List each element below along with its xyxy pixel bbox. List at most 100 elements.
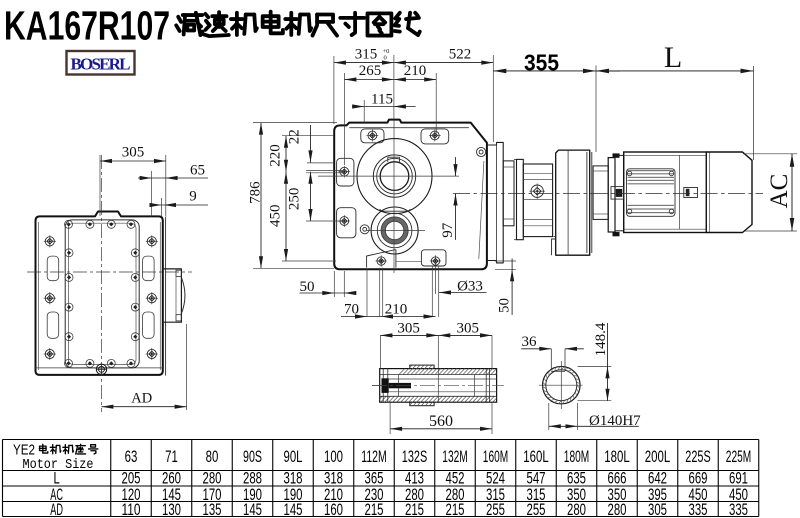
svg-text:AC: AC	[50, 486, 63, 504]
svg-text:90L: 90L	[284, 448, 303, 466]
svg-text:669: 669	[689, 470, 708, 488]
svg-text:9: 9	[189, 189, 197, 205]
svg-text:210: 210	[324, 486, 343, 504]
svg-text:210: 210	[404, 63, 427, 79]
svg-text:50: 50	[300, 279, 315, 295]
svg-text:355: 355	[524, 50, 559, 76]
svg-text:305: 305	[456, 321, 479, 337]
svg-text:190: 190	[243, 486, 262, 504]
svg-text:450: 450	[689, 486, 708, 504]
svg-text:280: 280	[567, 501, 586, 518]
svg-text:148.4: 148.4	[593, 322, 609, 356]
svg-text:80: 80	[206, 448, 219, 466]
svg-text:335: 335	[729, 501, 748, 518]
svg-text:786: 786	[248, 181, 264, 204]
svg-text:130: 130	[162, 501, 181, 518]
svg-text:215: 215	[446, 501, 465, 518]
svg-text:135: 135	[203, 501, 222, 518]
svg-text:L: L	[53, 470, 59, 488]
svg-text:250: 250	[287, 188, 303, 211]
svg-text:524: 524	[486, 470, 505, 488]
svg-text:413: 413	[405, 470, 424, 488]
svg-text:BOSERL: BOSERL	[71, 55, 131, 74]
svg-text:255: 255	[486, 501, 505, 518]
svg-text:642: 642	[648, 470, 667, 488]
svg-text:+0: +0	[383, 48, 390, 55]
svg-text:210: 210	[385, 302, 408, 318]
svg-text:145: 145	[284, 501, 303, 518]
svg-text:AD: AD	[131, 391, 152, 407]
svg-text:115: 115	[371, 92, 393, 108]
svg-text:225S: 225S	[685, 448, 710, 466]
svg-text:36: 36	[522, 334, 538, 350]
svg-text:280: 280	[405, 486, 424, 504]
svg-text:260: 260	[162, 470, 181, 488]
svg-text:65: 65	[190, 163, 205, 179]
svg-text:288: 288	[243, 470, 262, 488]
svg-text:63: 63	[125, 448, 138, 466]
svg-text:395: 395	[648, 486, 667, 504]
svg-text:90S: 90S	[243, 448, 262, 466]
svg-text:190: 190	[284, 486, 303, 504]
svg-text:160M: 160M	[483, 448, 508, 466]
svg-text:230: 230	[365, 486, 384, 504]
svg-text:132S: 132S	[402, 448, 427, 466]
svg-text:452: 452	[446, 470, 465, 488]
svg-text:Motor Size: Motor Size	[23, 458, 94, 473]
svg-text:365: 365	[365, 470, 384, 488]
svg-text:280: 280	[608, 501, 627, 518]
svg-text:160: 160	[324, 501, 343, 518]
svg-text:Ø140H7: Ø140H7	[589, 413, 641, 429]
svg-text:97: 97	[440, 222, 456, 238]
svg-text:666: 666	[608, 470, 627, 488]
svg-text:350: 350	[608, 486, 627, 504]
svg-text:450: 450	[268, 205, 284, 228]
svg-text:318: 318	[284, 470, 303, 488]
svg-text:22: 22	[287, 129, 303, 144]
svg-text:180L: 180L	[604, 448, 629, 466]
svg-text:315: 315	[527, 486, 546, 504]
svg-text:AC: AC	[766, 174, 793, 209]
svg-text:318: 318	[324, 470, 343, 488]
svg-text:120: 120	[122, 486, 141, 504]
svg-text:560: 560	[429, 413, 453, 430]
svg-text:522: 522	[449, 47, 472, 63]
svg-text:305: 305	[122, 145, 145, 161]
svg-text:215: 215	[405, 501, 424, 518]
svg-text:71: 71	[165, 448, 178, 466]
svg-text:350: 350	[567, 486, 586, 504]
svg-text:145: 145	[243, 501, 262, 518]
svg-text:305: 305	[397, 321, 420, 337]
svg-text:547: 547	[527, 470, 546, 488]
svg-text:170: 170	[203, 486, 222, 504]
svg-text:50: 50	[497, 298, 513, 313]
svg-text:100: 100	[324, 448, 343, 466]
svg-text:160L: 160L	[523, 448, 548, 466]
svg-text:215: 215	[365, 501, 384, 518]
svg-text:280: 280	[203, 470, 222, 488]
svg-text:145: 145	[162, 486, 181, 504]
svg-text:112M: 112M	[361, 448, 386, 466]
svg-text:L: L	[664, 41, 682, 74]
svg-text:225M: 225M	[726, 448, 751, 466]
svg-text:132M: 132M	[442, 448, 467, 466]
svg-text:305: 305	[648, 501, 667, 518]
svg-text:YE2: YE2	[13, 443, 35, 459]
svg-text:450: 450	[729, 486, 748, 504]
svg-text:0: 0	[384, 55, 387, 62]
svg-text:180M: 180M	[564, 448, 589, 466]
svg-text:691: 691	[729, 470, 748, 488]
svg-text:205: 205	[122, 470, 141, 488]
svg-text:Ø33: Ø33	[457, 279, 483, 295]
svg-text:265: 265	[359, 63, 382, 79]
svg-text:280: 280	[446, 486, 465, 504]
svg-text:70: 70	[344, 302, 359, 318]
svg-text:220: 220	[268, 144, 284, 167]
svg-text:635: 635	[567, 470, 586, 488]
svg-text:AD: AD	[50, 501, 63, 518]
svg-text:110: 110	[122, 501, 141, 518]
svg-text:335: 335	[689, 501, 708, 518]
svg-text:200L: 200L	[645, 448, 670, 466]
svg-text:315: 315	[486, 486, 505, 504]
svg-text:315: 315	[355, 47, 378, 63]
